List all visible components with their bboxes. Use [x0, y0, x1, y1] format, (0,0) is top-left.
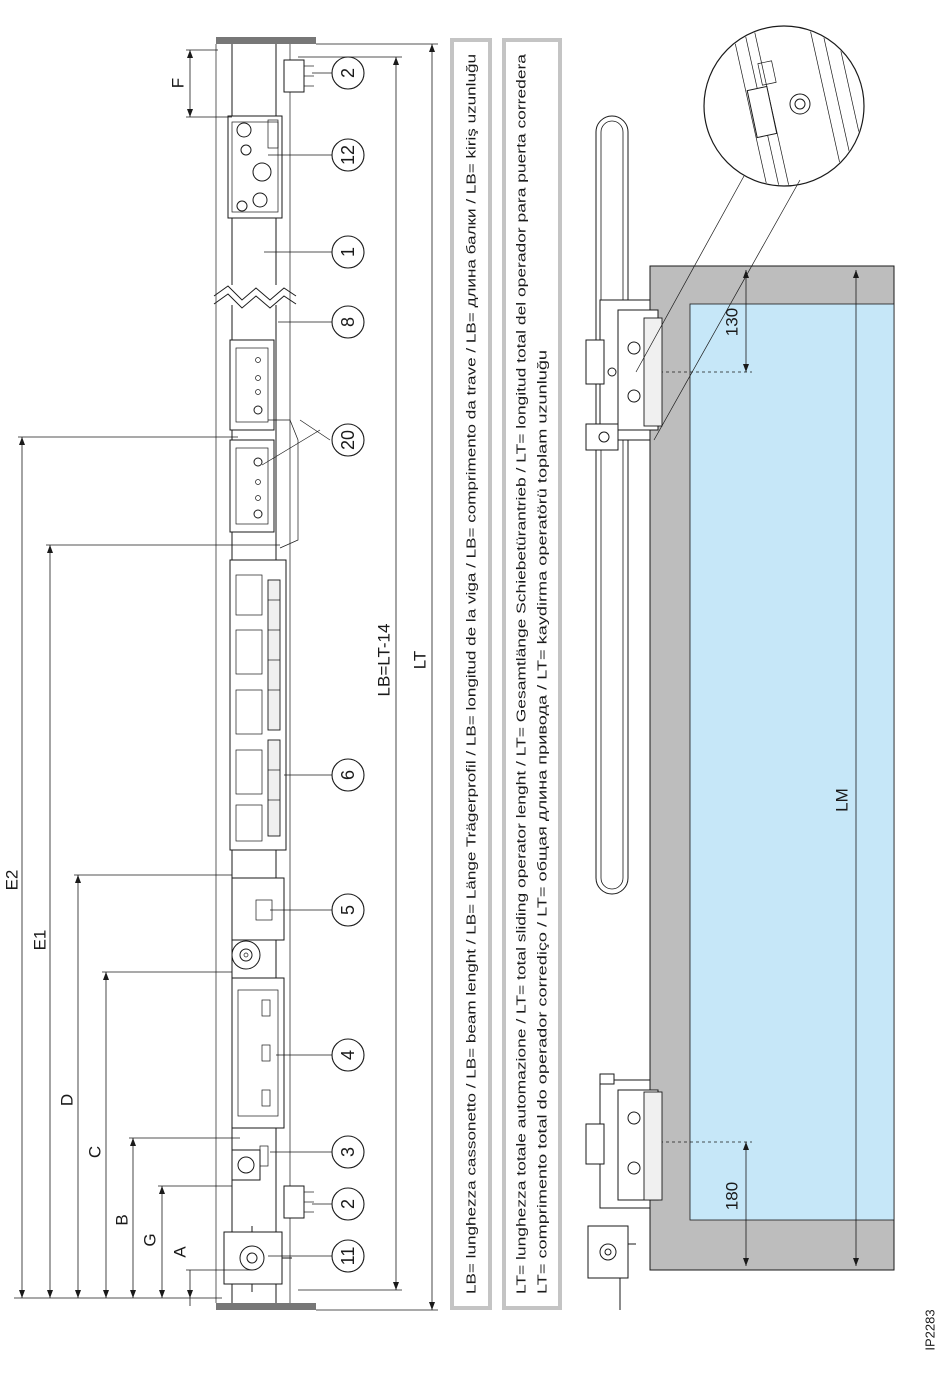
callout-2-top: 2 [331, 56, 365, 90]
callout-3: 3 [331, 1135, 365, 1169]
dim-label-lt: LT [411, 651, 430, 670]
dim-label-b: B [113, 1214, 132, 1225]
legend-box-lb [450, 38, 492, 1310]
end-pulley [223, 1226, 292, 1292]
dim-label-180: 180 [723, 1182, 742, 1210]
carriage-bottom [585, 1073, 663, 1209]
control-unit [229, 559, 287, 851]
dim-label-e1: E1 [31, 930, 50, 951]
door-leaf: LM 130 180 [585, 25, 895, 1310]
battery-unit [231, 977, 285, 1129]
dim-label-g: G [141, 1233, 160, 1246]
callout-20: 20 [331, 423, 365, 457]
callout-label: 5 [338, 905, 358, 915]
dim-label-130: 130 [723, 308, 742, 336]
dim-label-lb: LB=LT-14 [375, 624, 394, 697]
callout-label: 8 [338, 317, 358, 327]
stopper-bottom [283, 1185, 314, 1219]
end-pulley-right [587, 1225, 636, 1310]
callout-5: 5 [331, 893, 365, 927]
callout-label: 20 [338, 430, 358, 450]
callout-label: 2 [338, 1199, 358, 1209]
callout-label: 2 [338, 68, 358, 78]
stopper-top [283, 59, 314, 93]
detail-leader [635, 175, 745, 373]
callout-12: 12 [331, 138, 365, 172]
callouts: 2 12 1 8 20 6 5 4 [331, 56, 365, 1273]
tensioner [231, 1145, 269, 1181]
callout-label: 12 [338, 145, 358, 165]
dim-label-lm: LM [833, 788, 852, 812]
carriage-top [585, 299, 663, 451]
detail-magnifier [703, 25, 865, 187]
callout-label: 1 [338, 247, 358, 257]
dim-label-d: D [58, 1094, 77, 1106]
legend-lt-text-2: LT= comprimento total do operador corred… [535, 350, 550, 1294]
legend: LB= lunghezza cassonetto / LB= beam leng… [450, 38, 562, 1310]
wall-cap-bottom [216, 1303, 316, 1310]
legend-lb-text: LB= lunghezza cassonetto / LB= beam leng… [464, 54, 479, 1294]
door-glass [689, 303, 895, 1221]
callout-label: 6 [338, 770, 358, 780]
lock-unit [227, 115, 283, 219]
dim-label-c: C [86, 1146, 105, 1158]
callout-label: 11 [338, 1247, 358, 1266]
dim-label-a: A [171, 1246, 190, 1258]
operator-assembly [213, 37, 332, 1310]
wall-cap-top [216, 37, 316, 44]
callout-8: 8 [331, 305, 365, 339]
callout-4: 4 [331, 1038, 365, 1072]
belt-attachments [229, 339, 299, 549]
operator-dimensions: E2 E1 D C B G A F LB=LT-14 LT [3, 43, 438, 1311]
motor [231, 877, 285, 970]
dim-label-f: F [169, 78, 188, 88]
dim-label-e2: E2 [3, 870, 22, 891]
callout-6: 6 [331, 758, 365, 792]
callout-2-bottom: 2 [331, 1187, 365, 1221]
legend-lt-text-1: LT= lunghezza totale automazione / LT= t… [514, 53, 529, 1294]
break-line [213, 285, 297, 301]
legend-box-lt [502, 38, 562, 1310]
callout-1: 1 [331, 235, 365, 269]
callout-label: 4 [338, 1050, 358, 1060]
callout-label: 3 [338, 1147, 358, 1157]
image-code: IP2283 [923, 1309, 938, 1350]
detail-view [729, 27, 863, 185]
callout-11: 11 [331, 1239, 365, 1273]
drive-belt [595, 115, 629, 895]
